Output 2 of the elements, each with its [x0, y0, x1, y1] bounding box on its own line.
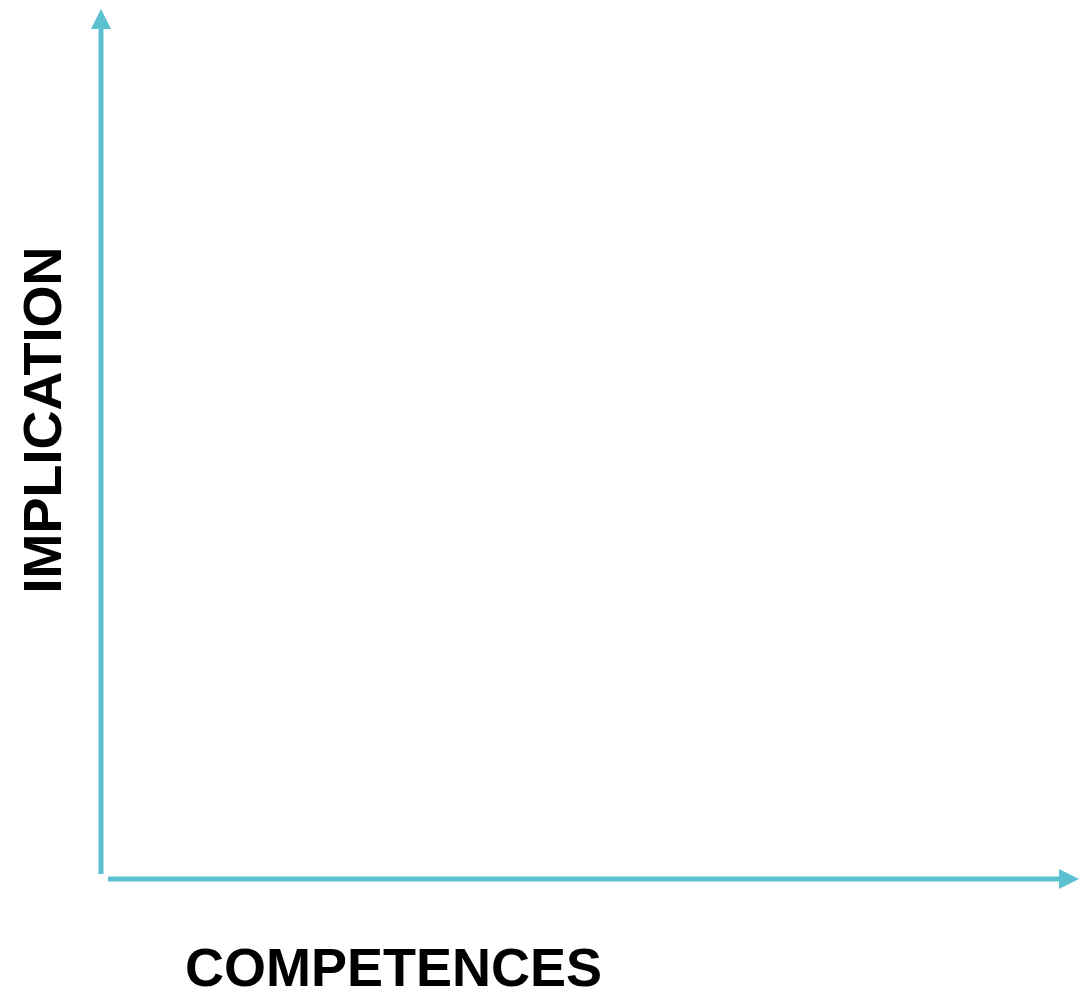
axis-label: COMPETENCES — [185, 940, 603, 994]
axis-label: IMPLICATION — [15, 246, 69, 594]
